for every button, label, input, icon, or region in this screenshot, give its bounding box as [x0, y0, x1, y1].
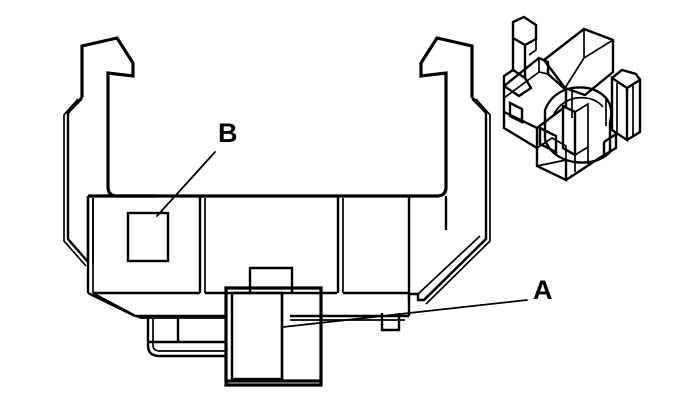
right-hook-outer-edge-inner [425, 98, 491, 305]
right-hook-taper-edge [417, 235, 481, 295]
clip-cradle-wall [543, 110, 612, 164]
clip-right-rib-top [611, 68, 641, 81]
clip-left-window [508, 101, 524, 124]
clip-finger-facets [524, 38, 537, 78]
clip-base-right-tab [603, 131, 618, 157]
small-u-tab-outline [380, 313, 401, 332]
clip-right-rib-lines [616, 83, 634, 136]
clip-base-center-top [536, 137, 567, 167]
callout-A: A [282, 275, 553, 328]
left-hook-fold-top [67, 98, 83, 114]
clip-left-wing-facets [503, 58, 549, 99]
center-tab-outline [248, 266, 294, 293]
callout-A-leader-line [282, 299, 528, 328]
connector-block-A [224, 286, 323, 387]
small-u-tab [380, 313, 401, 332]
right-hook-taper-face [416, 238, 487, 302]
right-hook-fold-top [471, 98, 487, 114]
callout-B-label: B [218, 118, 238, 148]
lower-flange [87, 291, 411, 358]
clip-base-left [502, 112, 539, 151]
pad-B-outline [126, 211, 170, 263]
callout-B: B [156, 118, 238, 217]
connector-A-outer [224, 286, 323, 387]
clip-cradle-rim-inner [552, 96, 604, 117]
clip-base-center [535, 148, 568, 182]
clip-cradle-seams [571, 88, 607, 126]
callout-B-leader-line [156, 151, 216, 217]
left-hook-outer-edge-inner [63, 98, 87, 267]
right-hook-front-face [419, 36, 474, 198]
clip-finger-base [502, 69, 533, 98]
center-tab [248, 266, 294, 293]
retainer-clip-inset [502, 15, 642, 182]
clip-top-block-facets [564, 29, 614, 89]
flange-left-slant-inner [92, 292, 141, 319]
flange-subbox-outline [146, 316, 226, 358]
clip-inner-rib-side [574, 102, 589, 156]
left-hook-fold-bottom [67, 238, 89, 263]
clip-base-rib-lines [574, 147, 589, 172]
clip-lower-detail-box [538, 126, 558, 154]
flange-subbox-inner [152, 318, 226, 352]
callout-A-label: A [533, 275, 553, 305]
flange-left-slant [87, 291, 136, 318]
pad-B-rectangle [126, 211, 170, 263]
